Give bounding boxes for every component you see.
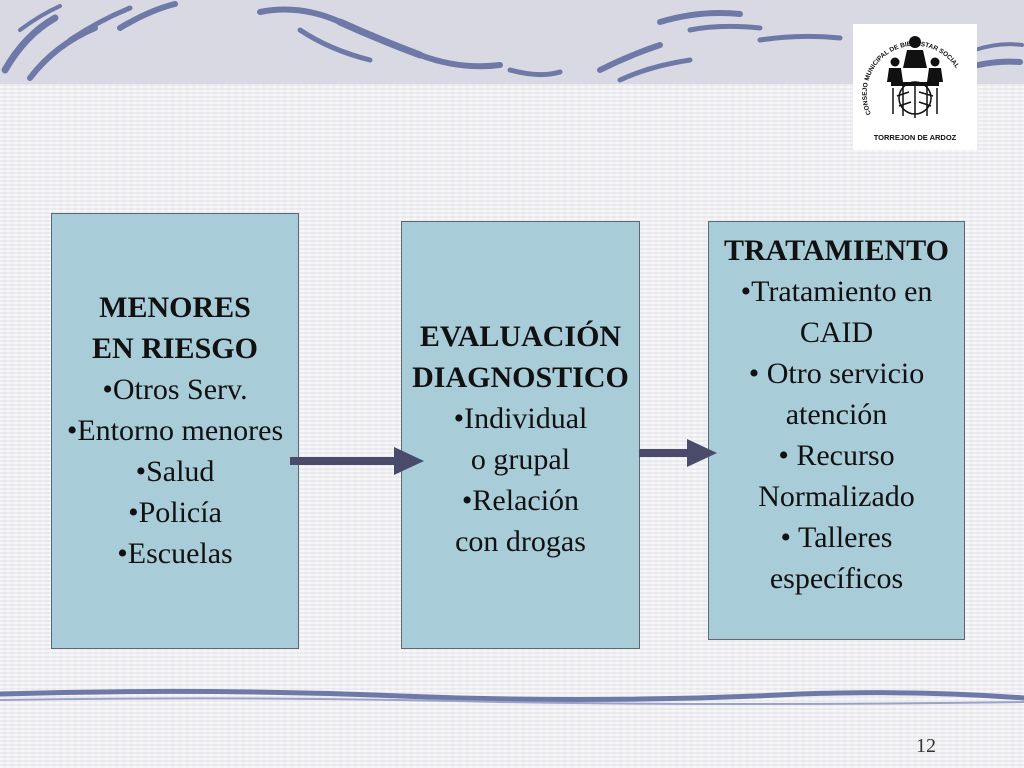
box-item: Normalizado: [758, 480, 915, 513]
arrow-right-icon: [639, 439, 717, 467]
box-item: • Recurso: [778, 439, 895, 472]
box-title-line: EN RIESGO: [92, 332, 258, 365]
box-item: específicos: [769, 562, 904, 595]
box-item: o grupal: [470, 443, 571, 476]
box-item: atención: [785, 398, 888, 431]
box-item: •Otros Serv.: [102, 373, 248, 406]
box-item: CAID: [799, 316, 874, 349]
decorative-swirls: [1, 1, 1024, 83]
logo-people-icon: CONSEJO MUNICIPAL DE BIENESTAR SOCIAL TO…: [862, 36, 960, 142]
box-title-line: EVALUACIÓN: [419, 320, 622, 353]
box-item: •Entorno menores: [66, 414, 284, 447]
box-menores-en-riesgo: MENORES EN RIESGO •Otros Serv. •Entorno …: [51, 213, 299, 649]
box-tratamiento: TRATAMIENTO •Tratamiento en CAID • Otro …: [708, 221, 965, 640]
box-item: • Otro servicio: [748, 357, 925, 390]
box-item: con drogas: [455, 525, 586, 558]
box-item: •Escuelas: [117, 537, 233, 570]
box-title-line: TRATAMIENTO: [723, 234, 950, 267]
decorative-bottom-line: [0, 688, 1024, 705]
page-number: 12: [916, 735, 936, 757]
box-item: •Individual: [453, 402, 588, 435]
box-item: •Salud: [135, 455, 215, 488]
organization-logo: CONSEJO MUNICIPAL DE BIENESTAR SOCIAL TO…: [853, 24, 977, 150]
box-title-line: MENORES: [99, 291, 251, 324]
box-evaluacion-diagnostico: EVALUACIÓN DIAGNOSTICO •Individual o gru…: [401, 221, 640, 649]
logo-bottom-text: TORREJON DE ARDOZ: [874, 133, 957, 142]
box-item: •Relación: [461, 484, 580, 517]
box-item: •Tratamiento en: [740, 275, 933, 308]
box-title-line: DIAGNOSTICO: [412, 361, 629, 394]
arrow-right-icon: [290, 447, 424, 475]
box-item: • Talleres: [780, 521, 893, 554]
box-item: •Policía: [128, 496, 222, 529]
